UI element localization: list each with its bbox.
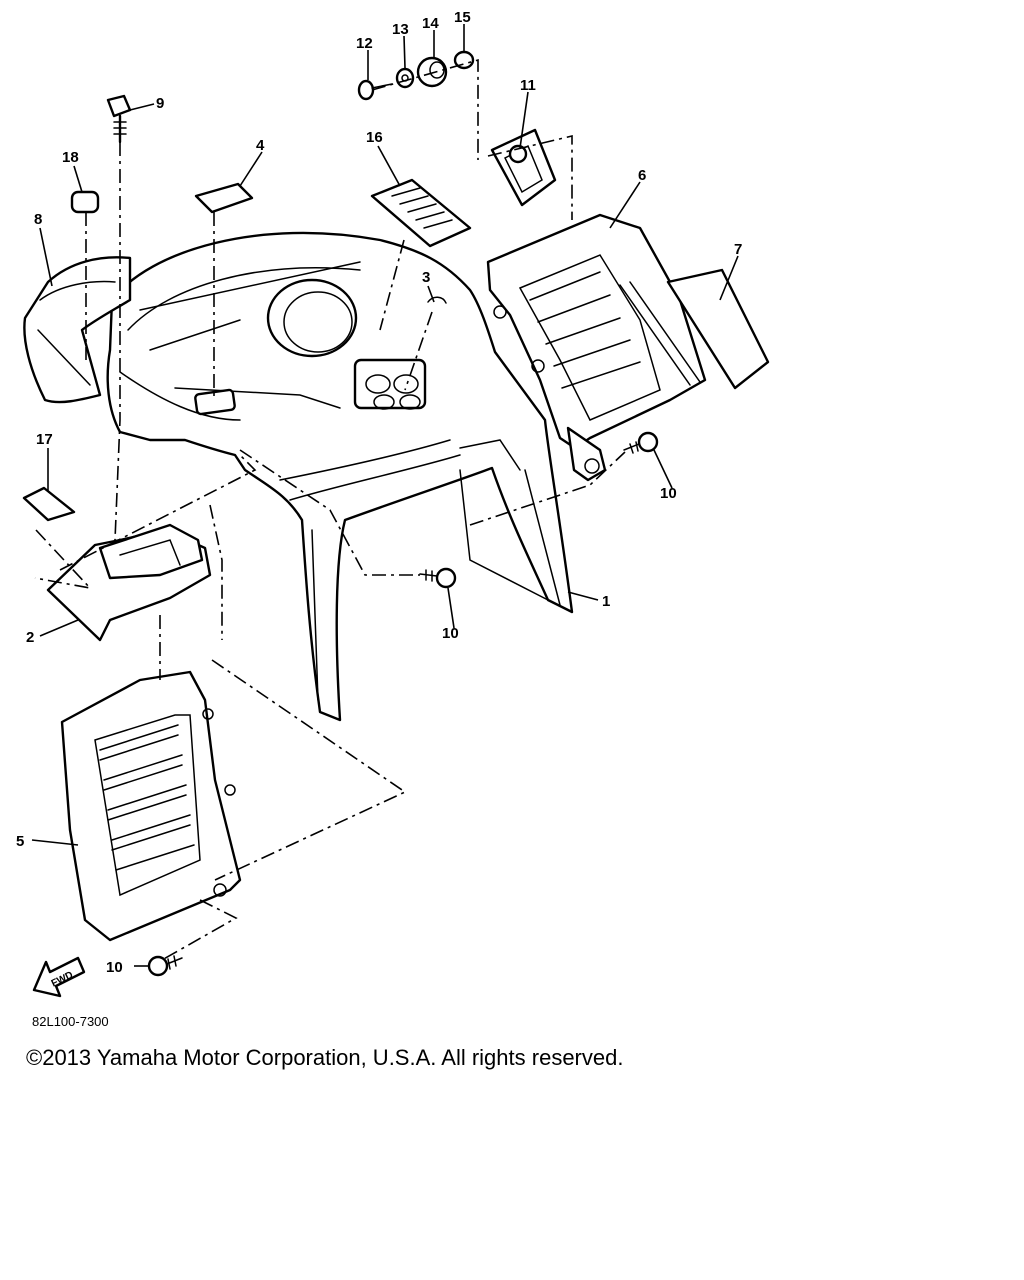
callout-5: 5 bbox=[16, 833, 24, 850]
assembly-lines bbox=[34, 58, 626, 961]
callout-9: 9 bbox=[156, 95, 164, 112]
clip-part-3 bbox=[427, 296, 447, 304]
callout-17: 17 bbox=[36, 431, 53, 448]
callout-6: 6 bbox=[638, 167, 646, 184]
callout-labels: 1 2 3 4 5 6 7 8 9 10 10 10 10 11 12 13 1… bbox=[16, 9, 742, 976]
callout-1: 1 bbox=[602, 593, 610, 610]
front-cowl-part-1 bbox=[106, 231, 574, 722]
callout-3: 3 bbox=[422, 269, 430, 286]
callout-7: 7 bbox=[734, 241, 742, 258]
grommet-part-18 bbox=[70, 190, 100, 214]
copyright-notice: ©2013 Yamaha Motor Corporation, U.S.A. A… bbox=[26, 1045, 624, 1070]
callout-10c: 10 bbox=[106, 959, 123, 976]
callout-11: 11 bbox=[520, 77, 536, 94]
bolt-part-10-center bbox=[419, 567, 457, 589]
callout-14: 14 bbox=[422, 15, 439, 32]
fastener-set-12-15 bbox=[357, 50, 475, 101]
clip-part-17 bbox=[22, 486, 76, 522]
callout-16: 16 bbox=[366, 129, 383, 146]
callout-18: 18 bbox=[62, 149, 79, 166]
exploded-parts-diagram: 1 2 3 4 5 6 7 8 9 10 10 10 10 11 12 13 1… bbox=[16, 9, 770, 998]
bolt-part-10-right bbox=[623, 431, 659, 454]
callout-2: 2 bbox=[26, 629, 34, 646]
bracket-part-2 bbox=[46, 523, 212, 642]
pad-part-16 bbox=[370, 178, 472, 248]
side-shroud-part-8 bbox=[23, 256, 132, 404]
callout-8: 8 bbox=[34, 211, 42, 228]
callout-12: 12 bbox=[356, 35, 373, 52]
vent-panel-part-5 bbox=[60, 670, 242, 942]
seal-part-7 bbox=[666, 268, 770, 390]
switch-part-11 bbox=[490, 128, 557, 207]
forward-direction-arrow: FWD bbox=[32, 956, 86, 998]
bolt-part-9 bbox=[106, 94, 132, 144]
cap-part-4 bbox=[194, 182, 254, 214]
callout-4: 4 bbox=[256, 137, 265, 154]
vent-panel-part-6 bbox=[486, 213, 707, 482]
drawing-code: 82L100-7300 bbox=[32, 1014, 109, 1029]
leader-lines bbox=[31, 24, 739, 967]
callout-10b: 10 bbox=[442, 625, 459, 642]
callout-13: 13 bbox=[392, 21, 409, 38]
callout-10a: 10 bbox=[660, 485, 677, 502]
callout-15: 15 bbox=[454, 9, 471, 26]
